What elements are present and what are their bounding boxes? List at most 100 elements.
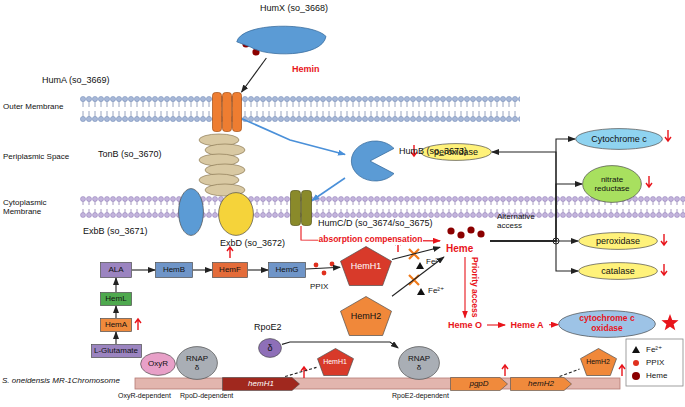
protein-pentagon: HemH2 (580, 348, 617, 376)
ppix-dot (330, 262, 335, 267)
arrow-connector (392, 257, 444, 296)
region-label: Cytoplasmic Membrane (3, 198, 78, 216)
arrow-connector (464, 257, 465, 318)
ion-label: Fe²⁺ (428, 286, 444, 295)
iron-triangle (632, 346, 640, 353)
ellipse-shape (218, 192, 254, 236)
node-text: HemH2 (348, 311, 385, 321)
molecule-label: PPIX (310, 282, 328, 291)
gene-arrow: hemH1 (222, 377, 300, 391)
node-label: HumA (so_3669) (42, 75, 110, 85)
arrow-connector (115, 278, 116, 292)
protein-label: HumB (so_3673) (345, 140, 395, 182)
node-text: HemH2 (586, 358, 610, 366)
node-text: HemA (103, 320, 129, 329)
node-text: nitrate reductase (590, 175, 633, 193)
enzyme-ellipse: Cytochrome c (575, 128, 663, 150)
node-text: hemH2 (513, 379, 569, 388)
node-label: TonB (so_3670) (98, 149, 162, 159)
arrow-connector (193, 269, 212, 270)
cytoplasmic-membrane (80, 196, 685, 218)
node-text: Heme O (446, 320, 484, 330)
enzyme-box: HemF (212, 262, 248, 278)
enzyme-box: HemL (100, 292, 132, 306)
node-label: ExbD (so_3672) (220, 238, 285, 248)
pathway-note: Alternative access (497, 212, 551, 230)
heme-dot (447, 227, 454, 234)
chromosome-label: S. oneidensis MR-1Chromosome (2, 376, 120, 385)
legend-frame (626, 339, 683, 386)
node-text: ALA (103, 265, 129, 274)
node-label: HumC/D (so_3674/so_3675) (318, 218, 433, 228)
node-text: OxyR (146, 359, 170, 368)
enzyme-box: HemB (155, 262, 193, 278)
node-text: δ (263, 343, 277, 353)
sigma-factor: RpoE2δ (258, 338, 282, 358)
node-text: Heme A (508, 320, 546, 330)
node-text: HemH1 (348, 261, 385, 271)
chromosome-band (135, 378, 620, 389)
node-text: hemH1 (225, 379, 297, 388)
heme-dot (457, 231, 464, 238)
promoter-label: OxyR-dependent (118, 392, 171, 400)
ppix-dot (314, 263, 319, 268)
promoter-label: RpoD-dependent (180, 392, 233, 400)
regulation-arrow (661, 264, 667, 275)
substrate-box: ALA (100, 262, 132, 278)
node-text: catalase (588, 266, 648, 276)
node-label: Heme (446, 243, 473, 255)
arrow-connector (242, 58, 267, 92)
node-text: peroxidase (429, 147, 482, 157)
star-mark (661, 314, 678, 330)
regulation-arrow (661, 234, 667, 245)
arrow-connector (549, 324, 558, 325)
protein-label: TonB (so_3670) (198, 135, 246, 195)
region-label: Periplasmic Space (3, 152, 78, 161)
arrow-connector (490, 241, 578, 271)
substrate-box: L-Glutamate (91, 344, 142, 358)
arrow-connector (242, 119, 345, 155)
arrow-connector (115, 306, 116, 318)
enzyme-box: HemG (268, 262, 306, 278)
edge-label: absorption compensation (318, 235, 424, 245)
heme-pool: Heme (440, 225, 490, 257)
protein-label: ExbD (so_3672) (218, 192, 254, 236)
regulation-arrow (135, 319, 141, 330)
arrow-connector (490, 184, 582, 241)
legend-text: Heme (646, 371, 667, 380)
enzyme-ellipse: nitrate reductase (582, 165, 642, 203)
node-text: HemB (158, 265, 190, 274)
regulation-arrow (619, 365, 625, 376)
enzyme-ellipse: cytochrome c oxidase (558, 310, 656, 338)
protein-label: HumX (so_3668) (232, 22, 327, 58)
node-text: cytochrome c oxidase (570, 314, 644, 334)
legend-frame (626, 339, 683, 386)
node-text: HemL (103, 294, 129, 303)
heme-product: Heme O (443, 318, 487, 333)
regulation-arrow (665, 130, 671, 141)
dashed-link (285, 367, 316, 376)
node-text: δ (405, 363, 433, 372)
protein-pentagon: HemH1 (317, 348, 354, 376)
node-text: RNAP (183, 354, 211, 363)
regulation-arrow (227, 247, 233, 258)
promoter-label: RpoE2-dependent (392, 392, 449, 400)
arrow-connector (282, 342, 398, 348)
twin-shape (290, 190, 312, 226)
node-text: HemH1 (323, 358, 347, 366)
legend-swatch (632, 372, 640, 380)
regulation-arrow (301, 367, 307, 378)
iron-triangle (416, 262, 424, 269)
arrow-connector (487, 324, 505, 325)
node-text: pgpD (453, 379, 505, 388)
gene-arrow: pgpD (450, 377, 508, 391)
protein-label: HumC/D (so_3674/so_3675) (290, 190, 312, 226)
node-label: RpoE2 (254, 322, 282, 332)
node-text: Cytochrome c (586, 134, 652, 144)
regulator-blob: OxyR (140, 352, 176, 376)
node-text: RNAP (405, 354, 433, 363)
ppix-dot (322, 271, 327, 276)
node-text: HemG (271, 265, 303, 274)
legend-swatch (633, 360, 639, 366)
node-text: δ (183, 363, 211, 372)
